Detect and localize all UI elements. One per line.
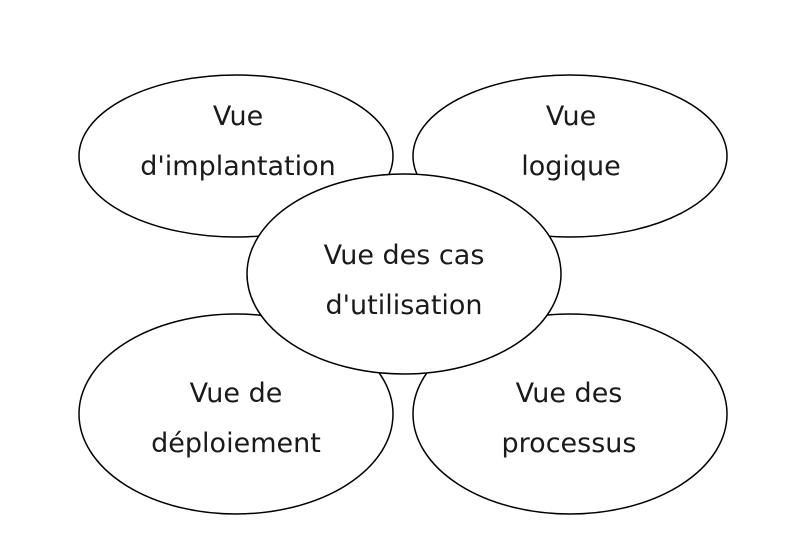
view-deploiement-line2: déploiement <box>151 428 321 459</box>
view-deploiement-line1: Vue de <box>190 378 283 409</box>
view-logique-line1: Vue <box>546 101 596 132</box>
view-cas-utilisation: Vue des cas d'utilisation <box>246 173 562 375</box>
view-deploiement: Vue de déploiement <box>78 313 394 515</box>
view-cas-utilisation-line1: Vue des cas <box>324 240 485 271</box>
view-cas-utilisation-line2: d'utilisation <box>325 290 482 321</box>
view-processus-line1: Vue des <box>516 378 623 409</box>
view-implantation-line1: Vue <box>213 101 263 132</box>
view-processus-ellipse <box>412 313 728 515</box>
view-processus: Vue des processus <box>412 313 728 515</box>
view-implantation-line2: d'implantation <box>140 151 336 182</box>
view-logique-line2: logique <box>521 151 621 182</box>
view-cas-utilisation-ellipse <box>246 173 562 375</box>
view-processus-line2: processus <box>502 428 637 459</box>
view-deploiement-ellipse <box>78 313 394 515</box>
